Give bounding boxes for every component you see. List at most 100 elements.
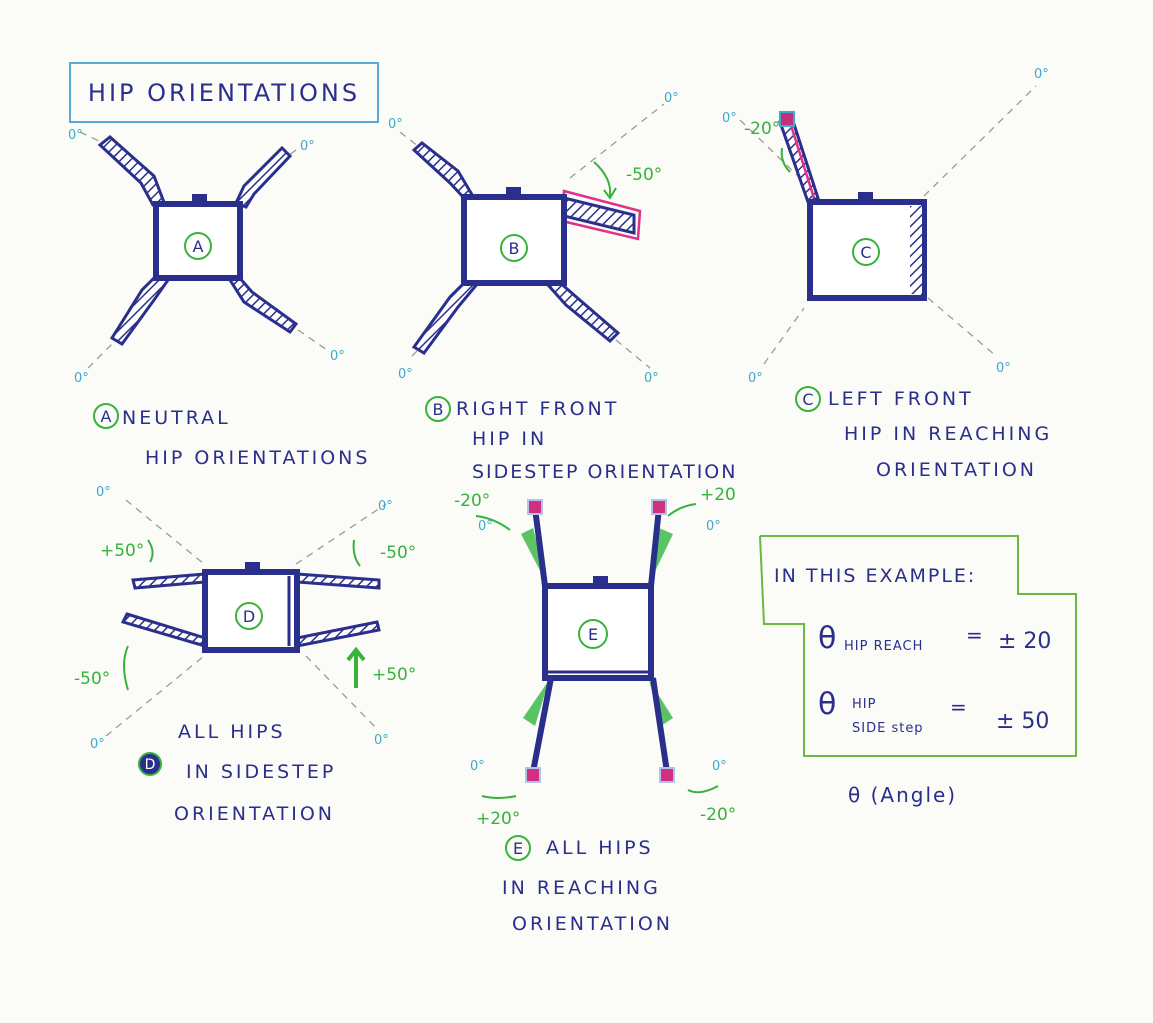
equals-sign: = [950,695,967,719]
theta-symbol: θ [818,687,836,722]
caption-line: SIDESTEP ORIENTATION [472,461,737,483]
zero-degree-label: 0° [68,128,83,143]
guide-line [105,655,205,737]
angle-arrowhead [346,646,366,662]
robot-body-c: C [778,111,927,301]
zero-degree-label: 0° [470,759,485,774]
caption-letter-circle [425,396,451,422]
angle-label: -50° [74,669,110,689]
zero-degree-label: 0° [74,371,89,386]
reach-value: ± 20 [998,629,1051,654]
theta-subscript-reach: HIP REACH [844,639,923,654]
angle-arrow [667,503,697,517]
example-frame [759,535,1077,757]
zero-degree-label: 0° [398,367,413,382]
zero-degree-label: 0° [706,519,721,534]
angle-label: -20° [700,805,736,825]
zero-degree-label: 0° [90,737,105,752]
caption-letter: E [513,839,523,858]
robot-body-b: B [411,141,642,355]
zero-degree-label: 0° [1034,67,1049,82]
caption-line: ORIENTATION [174,803,335,825]
leg-rear-left-sidestep [120,612,207,649]
foot-marker [651,499,667,515]
angle-label: -20° [454,491,490,511]
diagram-letter: A [193,237,204,256]
title-frame [69,62,379,123]
title-text: HIP ORIENTATIONS [88,79,360,107]
angle-label: +50° [100,541,144,561]
head-marker [858,192,873,202]
diagram-letter: C [860,243,871,262]
robot-body-e: E [521,499,675,783]
caption-letter: A [101,407,112,426]
guide-line [125,499,205,565]
leg-rear-left-reaching [530,677,554,773]
angle-footnote: θ (Angle) [848,783,957,807]
diagram-letter: B [509,239,520,258]
angle-arrow [147,539,154,563]
leg-front-left-sidestep [131,572,207,590]
leg-front-right-sidestep [295,572,381,590]
zero-degree-label: 0° [330,349,345,364]
head-marker [506,187,521,197]
caption-letter: C [802,390,813,409]
zero-degree-label: 0° [664,91,679,106]
zero-degree-label: 0° [722,111,737,126]
diagram-letter: D [243,607,255,626]
body-hatch [910,206,922,294]
robot-body-a: A [97,135,299,346]
body-square [153,201,243,281]
caption-letter-circle [505,835,531,861]
zero-degree-label: 0° [478,519,493,534]
guide-line [297,329,331,353]
guide-line [763,307,805,365]
caption-line: ORIENTATION [876,459,1037,481]
caption-line: RIGHT FRONT [456,398,619,420]
angle-label: -50° [380,543,416,563]
zero-degree-label: 0° [996,361,1011,376]
caption-line: IN SIDESTEP [186,761,336,783]
guide-line [615,339,651,369]
highlight-outline [786,115,816,199]
foot-marker [525,767,541,783]
theta-subscript-hip: HIP [852,697,876,712]
example-title: IN THIS EXAMPLE: [774,565,976,587]
angle-arrow [687,785,719,794]
angle-arrowhead [603,187,617,200]
leg-rear-left [109,274,171,346]
head-marker [245,562,260,572]
label-circle [852,238,880,266]
leg-front-right-reaching [648,507,662,587]
equals-sign: = [966,623,983,647]
angle-label: +20° [476,809,520,829]
caption-letter-circle [93,403,119,429]
label-circle [500,234,528,262]
diagram-b: B -50° 0° 0° 0° 0° B RIGHT FRONT HIP IN … [388,91,737,483]
guide-line [923,85,1037,197]
caption-letter-circle [138,752,162,776]
zero-degree-label: 0° [96,485,111,500]
leg-rear-right [227,274,299,335]
theta-subscript-sidestep: SIDE step [852,721,924,736]
zero-degree-label: 0° [712,759,727,774]
zero-degree-label: 0° [300,139,315,154]
guide-line [295,503,387,565]
caption-line: ALL HIPS [546,837,654,859]
zero-degree-label: 0° [378,499,393,514]
diagram-d: D +50° -50° -50° +50° 0° 0° 0° 0° D ALL … [74,485,416,825]
guide-line [305,655,379,731]
reach-wedge [523,680,549,726]
caption-letter: B [433,400,444,419]
label-circle [235,602,263,630]
caption-line: HIP ORIENTATIONS [145,447,370,469]
diagram-letter: E [588,625,598,644]
angle-arrow [593,161,612,197]
leg-rear-left [411,279,481,355]
caption-letter-circle [795,386,821,412]
leg-front-left-reaching [532,507,548,587]
diagram-a: A 0° 0° 0° 0° A NEUTRAL HIP ORIENTATIONS [68,128,370,469]
leg-rear-right-reaching [650,677,670,773]
diagram-e: E -20° +20 +20° -20° 0° 0° 0° 0° E ALL H… [454,485,736,935]
